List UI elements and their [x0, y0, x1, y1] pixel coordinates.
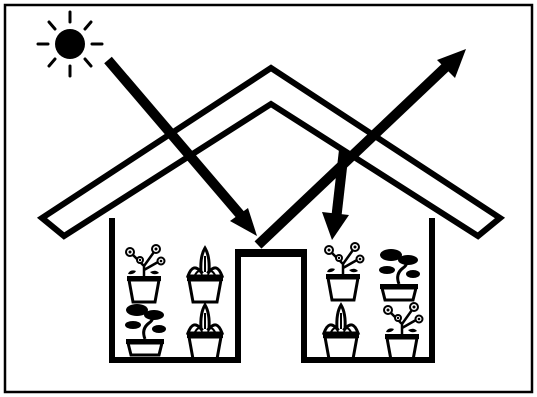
sun-icon: [38, 12, 102, 76]
